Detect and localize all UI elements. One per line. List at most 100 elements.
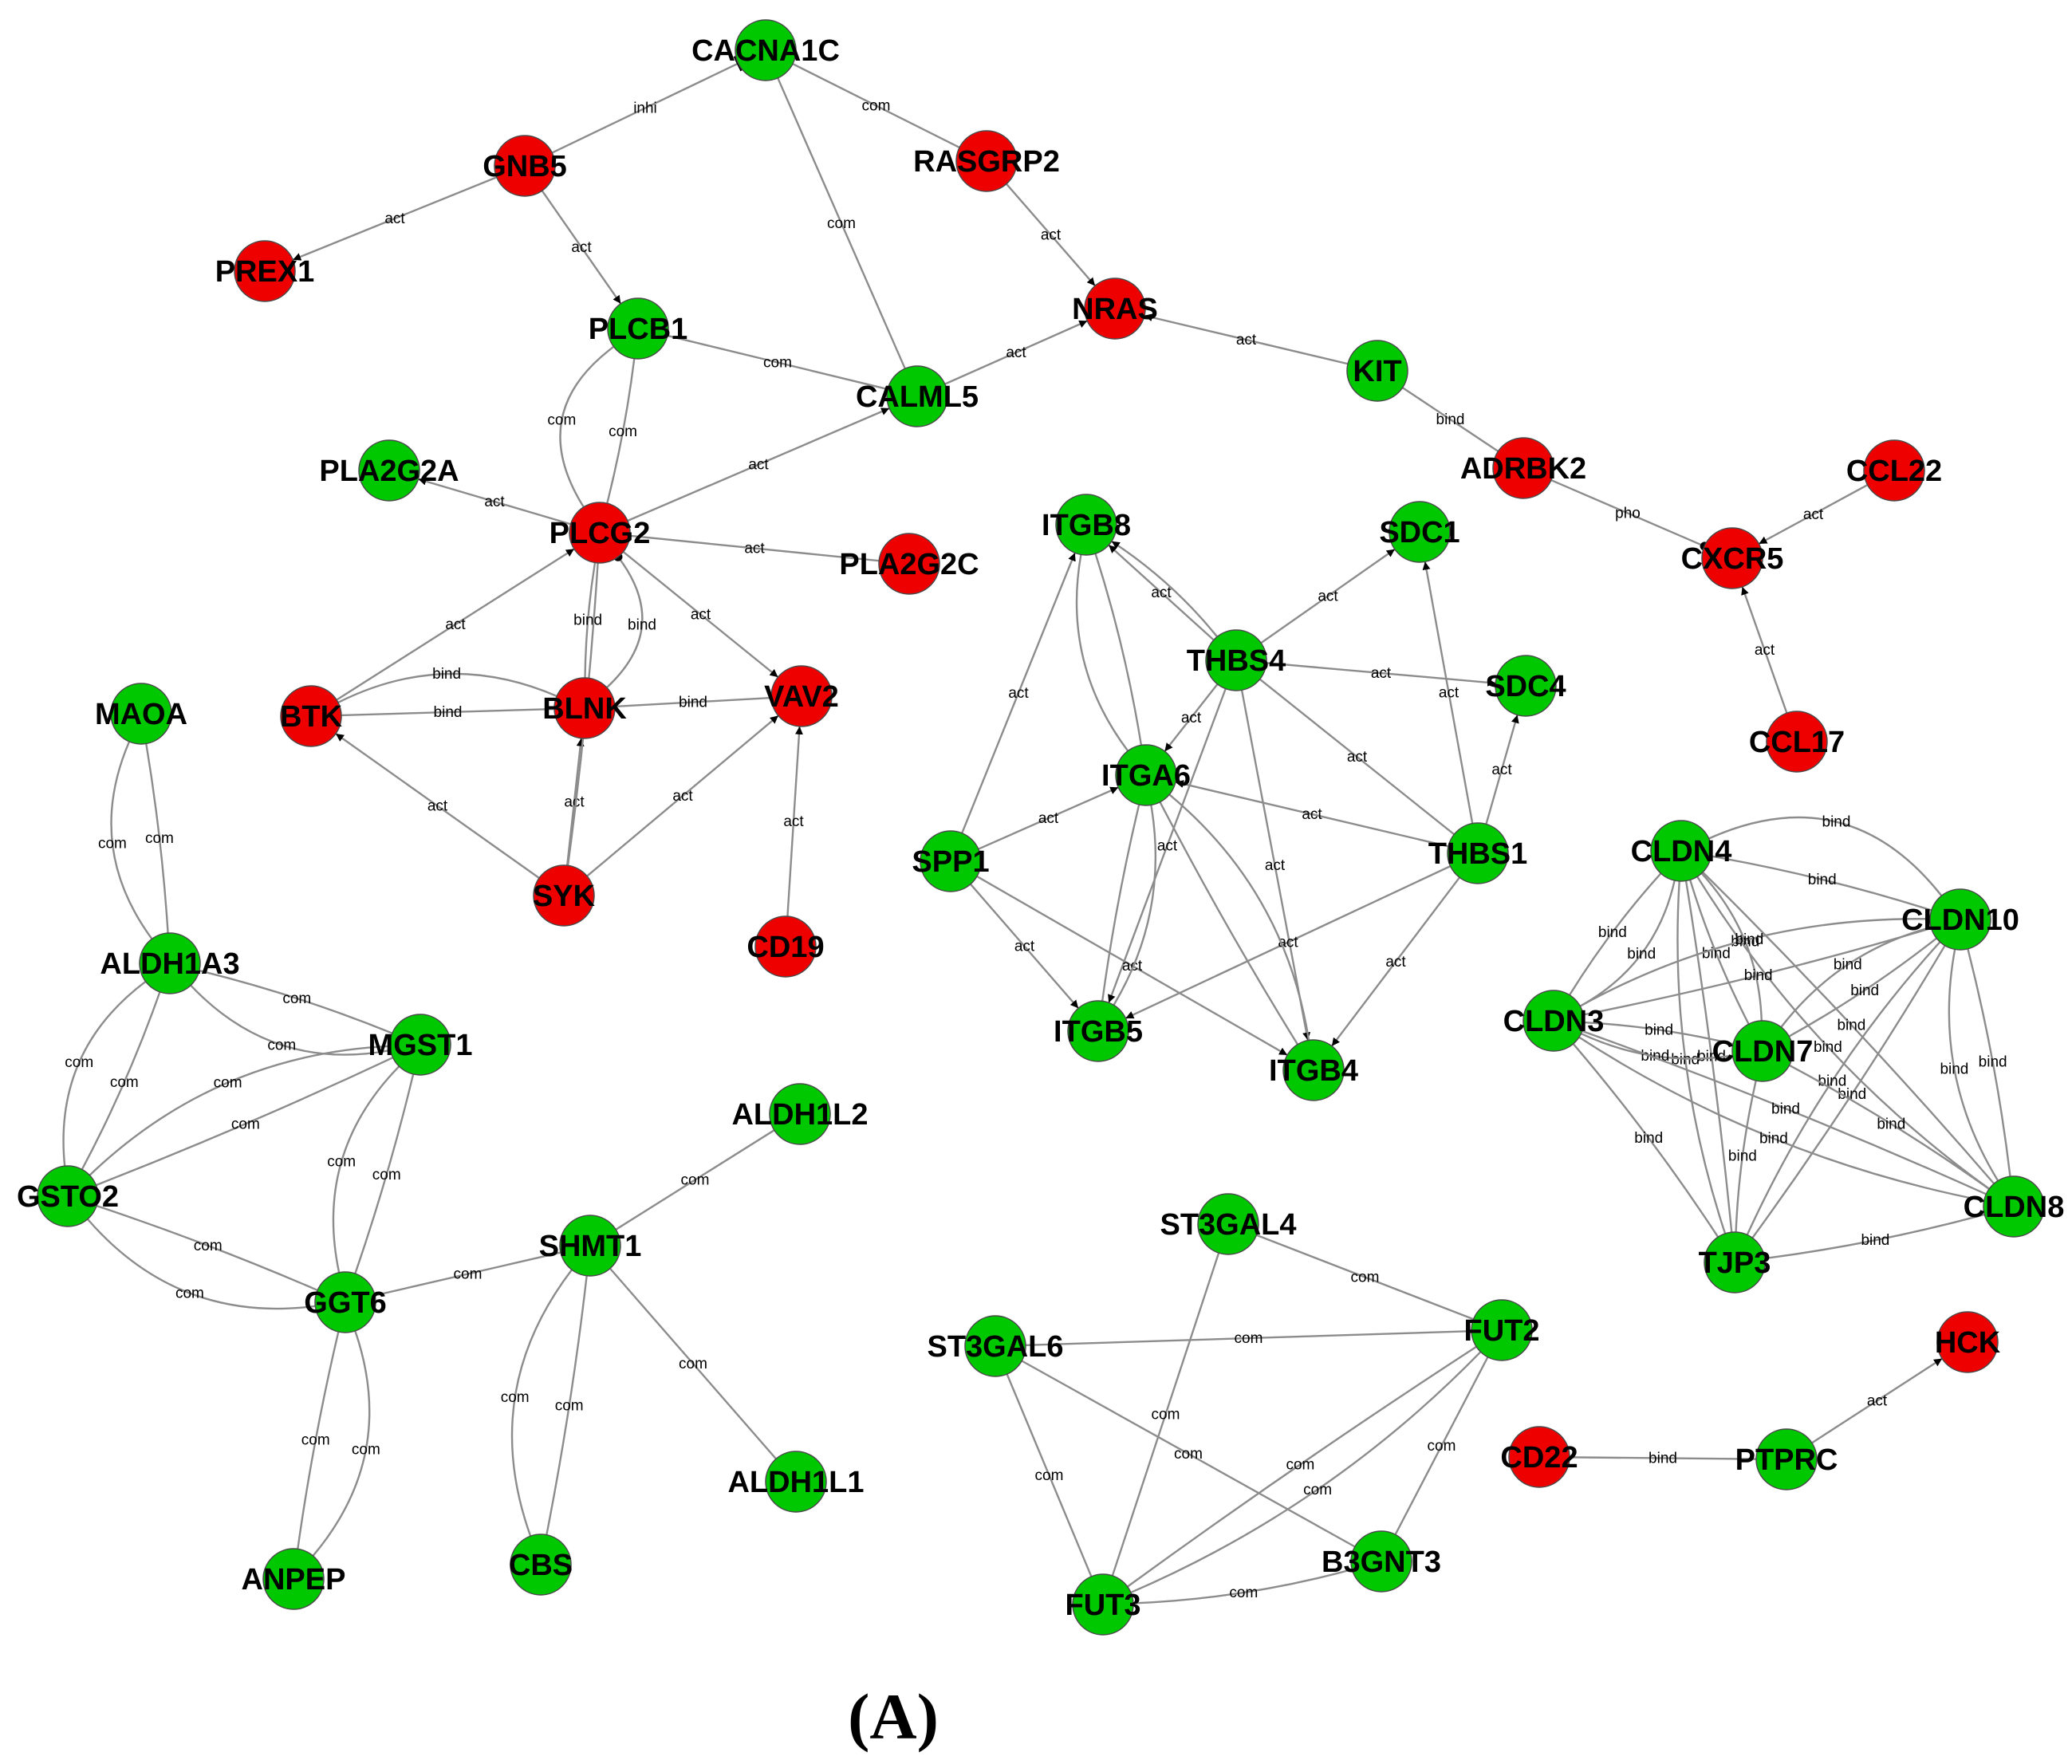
- edge-line: [110, 741, 153, 940]
- edge-itga6-itgb4: [1168, 793, 1310, 1041]
- edge-line: [335, 733, 540, 879]
- edge-label: bind: [432, 666, 461, 683]
- node-label: BTK: [280, 700, 343, 734]
- edge-line: [1702, 871, 1995, 1185]
- node-gsto2: GSTO2: [17, 1165, 119, 1227]
- edge-ccl22-cxcr5: act: [1758, 484, 1869, 545]
- node-circle: [770, 665, 833, 727]
- edge-cldn4-tjp3: bind: [1684, 880, 1733, 1233]
- edge-label: bind: [1877, 1116, 1905, 1132]
- edge-label: act: [445, 616, 466, 633]
- node-label: MAOA: [95, 698, 187, 731]
- edge-line: [1583, 927, 1932, 1016]
- node-label: SHMT1: [539, 1230, 642, 1263]
- node-label: MGST1: [368, 1029, 473, 1062]
- node-circle: [533, 864, 595, 927]
- edge-line: [1144, 313, 1349, 365]
- edge-spp1-itgb8: act: [961, 552, 1076, 834]
- edge-label: act: [1755, 642, 1775, 659]
- edge-label: bind: [1671, 1052, 1700, 1069]
- edge-label: bind: [434, 704, 463, 721]
- edge-line: [1708, 816, 1943, 896]
- edge-line: [1579, 918, 1931, 1007]
- edge-label: act: [564, 794, 585, 811]
- edge-line: [1101, 804, 1140, 1002]
- node-label: CLDN8: [1964, 1191, 2065, 1224]
- edge-cldn3-cldn8: bind: [1582, 1030, 1987, 1195]
- node-label: GGT6: [304, 1286, 386, 1320]
- node-label: ANPEP: [242, 1563, 346, 1597]
- edge-label: bind: [1697, 1048, 1726, 1065]
- node-st3gal4: ST3GAL4: [1160, 1193, 1297, 1255]
- edge-thbs4-thbs1: act: [1259, 678, 1456, 836]
- node-label: SDC4: [1485, 670, 1566, 703]
- node-cxcr5: CXCR5: [1681, 527, 1783, 589]
- node-label: CALML5: [856, 380, 979, 414]
- edge-line: [199, 969, 393, 1034]
- node-cldn4: CLDN4: [1631, 820, 1731, 882]
- edge-line: [1330, 876, 1461, 1047]
- edge-itga6-itgb5: [1101, 804, 1140, 1002]
- node-prex1: PREX1: [215, 240, 314, 302]
- node-pla2g2c: PLA2G2C: [839, 533, 979, 595]
- edge-thbs4-sdc1: act: [1260, 548, 1396, 644]
- node-kit: KIT: [1346, 340, 1408, 402]
- edge-line: [1684, 880, 1733, 1233]
- edge-label: bind: [573, 612, 602, 629]
- node-circle: [1205, 629, 1267, 691]
- node-label: CCL17: [1749, 726, 1845, 759]
- edge-line: [944, 320, 1088, 385]
- node-label: ITGA6: [1101, 759, 1191, 793]
- edge-line: [337, 672, 557, 704]
- edge-line: [792, 62, 960, 149]
- node-circle: [1522, 990, 1585, 1052]
- node-sdc1: SDC1: [1379, 501, 1460, 563]
- edge-itga6-itgb4: [1159, 801, 1299, 1045]
- edge-line: [565, 738, 585, 866]
- edge-maoa-aldh1a3: com: [145, 743, 174, 934]
- edge-label: com: [1229, 1585, 1258, 1601]
- edge-label: act: [672, 788, 693, 805]
- edge-mgst1-ggt6: com: [354, 1073, 415, 1274]
- edge-plcg2-vav2: act: [622, 550, 779, 679]
- node-label: ST3GAL4: [1160, 1208, 1296, 1242]
- node-thbs4: THBS4: [1187, 629, 1286, 691]
- edge-label: bind: [1834, 957, 1862, 974]
- edge-label: com: [214, 1075, 242, 1092]
- node-mgst1: MGST1: [368, 1014, 473, 1076]
- edge-line: [1764, 1213, 1985, 1260]
- edge-line: [961, 552, 1076, 834]
- node-label: ITGB4: [1269, 1054, 1358, 1088]
- node-label: CBS: [509, 1549, 573, 1582]
- edge-label: act: [744, 541, 765, 557]
- node-cd19: CD19: [746, 915, 825, 978]
- edge-label: bind: [1861, 1232, 1889, 1249]
- node-calml5: CALML5: [856, 365, 979, 427]
- edge-gnb5-prex1: act: [292, 176, 498, 261]
- edge-line: [1676, 880, 1727, 1234]
- edge-line: [1259, 678, 1456, 836]
- edge-line: [1108, 544, 1215, 641]
- edge-cldn4-cldn3: bind: [1579, 880, 1676, 1007]
- edge-label: inhi: [633, 100, 657, 117]
- edge-line: [1130, 1351, 1482, 1594]
- edge-ccl17-cxcr5: act: [1741, 586, 1788, 714]
- edge-line: [606, 552, 644, 689]
- edge-line: [1688, 879, 1750, 1025]
- edge-label: act: [1181, 710, 1202, 726]
- node-label: TJP3: [1699, 1246, 1771, 1280]
- edge-spp1-itgb5: act: [970, 883, 1079, 1010]
- edge-label: act: [1385, 954, 1406, 971]
- node-label: THBS1: [1428, 837, 1528, 871]
- edge-line: [95, 1057, 394, 1187]
- node-circle: [920, 830, 982, 892]
- edge-line: [1133, 1568, 1353, 1605]
- edge-cldn4-cldn3: bind: [1568, 872, 1662, 996]
- edge-line: [615, 1129, 775, 1230]
- node-label: GNB5: [483, 150, 567, 183]
- node-label: ALDH1A3: [100, 947, 239, 981]
- edge-line: [332, 1065, 400, 1274]
- edge-line: [606, 358, 636, 504]
- edge-line: [1127, 1345, 1477, 1588]
